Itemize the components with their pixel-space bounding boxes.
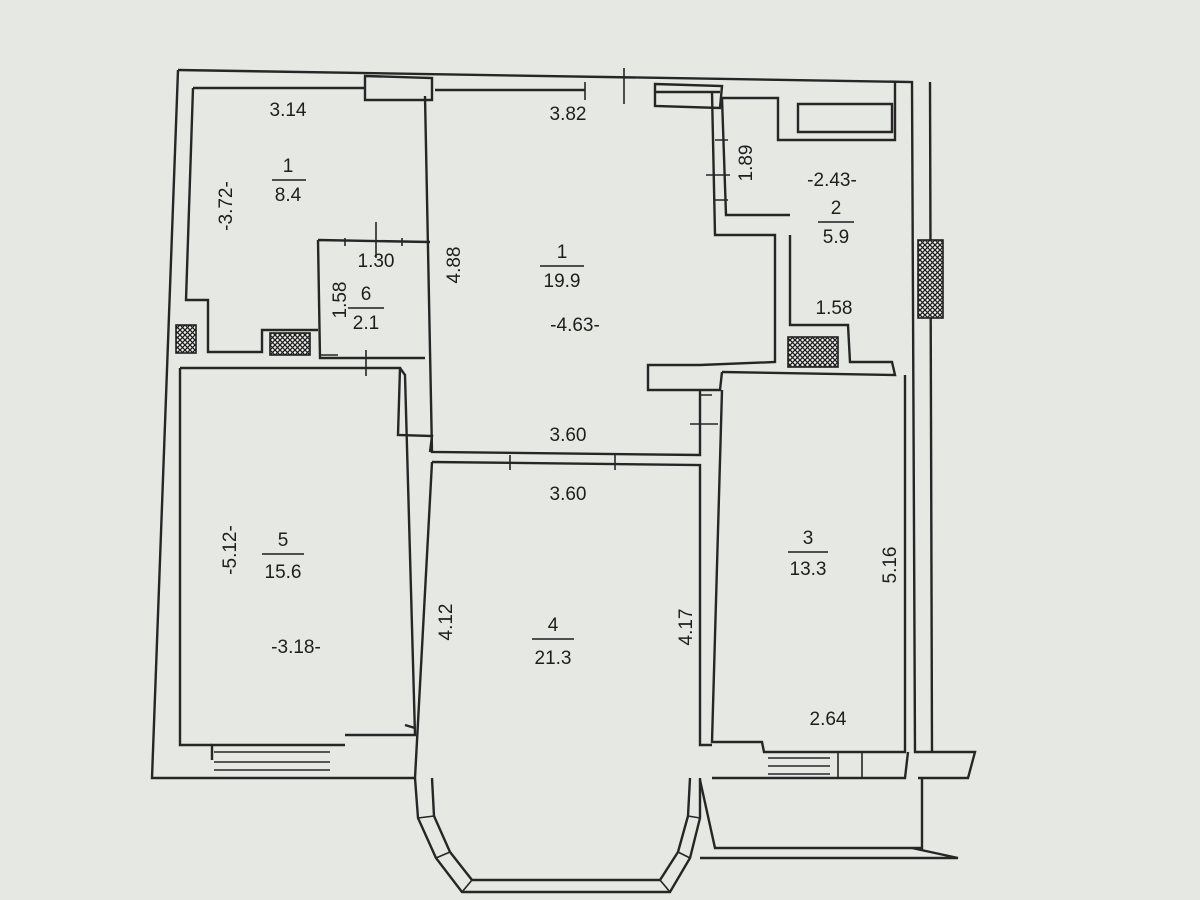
windows <box>214 751 863 778</box>
room-number: 4 <box>548 615 559 636</box>
room-number: 6 <box>361 284 372 305</box>
dim-r1-top: 3.82 <box>550 104 587 125</box>
dim-r5-side: -5.12- <box>220 525 241 575</box>
room-label-3: 3 13.3 <box>788 528 828 580</box>
dim-r4-right: 4.17 <box>676 609 697 646</box>
dim-r4-left: 4.12 <box>436 604 457 641</box>
door-marks <box>320 68 730 470</box>
ventilation-shafts <box>175 239 944 368</box>
room-area: 21.3 <box>535 648 572 669</box>
room-number: 1 <box>283 156 294 177</box>
room-number: 1 <box>557 242 568 263</box>
room-label-6: 6 2.1 <box>348 284 384 334</box>
room-number: 5 <box>278 530 289 551</box>
dim-r1-side: 4.88 <box>444 247 465 284</box>
dim-r6-top: 1.30 <box>358 251 395 272</box>
room-label-1: 1 19.9 <box>540 242 584 292</box>
interior-walls <box>180 74 907 779</box>
room-number: 3 <box>803 528 814 549</box>
dim-r1-mid: -4.63- <box>550 315 600 336</box>
dimension-labels: 3.14 -3.72- 3.82 -4.63- 3.60 4.88 -2.43-… <box>216 100 901 730</box>
room-area: 13.3 <box>790 559 827 580</box>
room-number: 2 <box>831 198 842 219</box>
room-area: 2.1 <box>353 313 379 334</box>
dim-r7-side: -3.72- <box>216 181 237 231</box>
dim-r7-top: 3.14 <box>270 100 307 121</box>
room-label-2: 2 5.9 <box>818 198 854 248</box>
room-label-4: 4 21.3 <box>532 615 574 669</box>
exterior-walls <box>150 68 977 860</box>
room-area: 8.4 <box>275 185 302 206</box>
dim-r2-bottom: 1.58 <box>816 298 853 319</box>
dim-r2-top: -2.43- <box>807 170 857 191</box>
dim-r3-side: 5.16 <box>880 547 901 584</box>
dim-r5-bottom: -3.18- <box>271 637 321 658</box>
dim-r2-niche: 1.89 <box>736 145 757 182</box>
dim-r3-bottom: 2.64 <box>810 709 847 730</box>
room-area: 15.6 <box>265 562 302 583</box>
dim-r4-top: 3.60 <box>550 484 587 505</box>
room-area: 19.9 <box>544 271 581 292</box>
room-area: 5.9 <box>823 227 849 248</box>
dim-r1-bottom: 3.60 <box>550 425 587 446</box>
bay-window <box>413 777 702 894</box>
room-label-7: 1 8.4 <box>272 156 306 206</box>
dim-r6-side: 1.58 <box>330 282 351 319</box>
room-label-5: 5 15.6 <box>262 530 304 583</box>
